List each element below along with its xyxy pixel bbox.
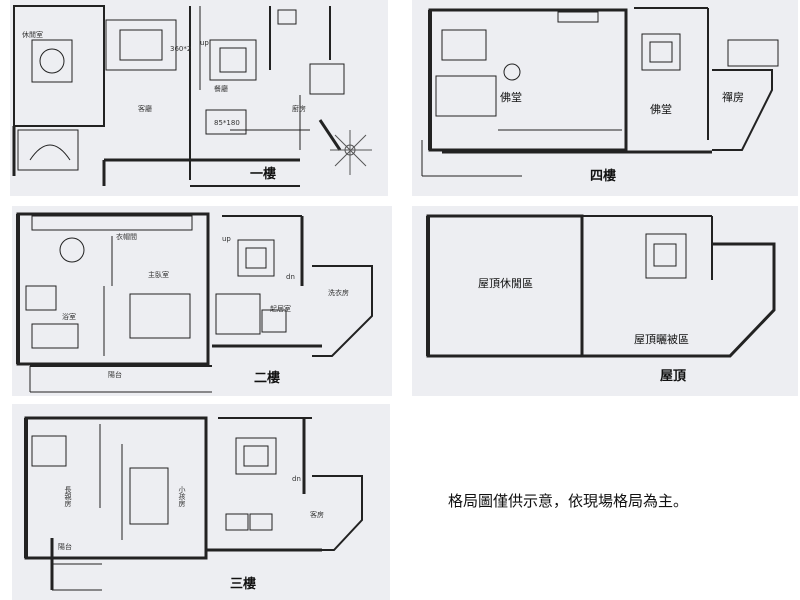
floor4-drawing (421, 7, 779, 177)
floor1-drawing (12, 5, 372, 187)
floor2-plan: 衣帽間 主臥室 浴室 起居室 洗衣房 陽台 up dn 二樓 (12, 206, 392, 396)
master-bedroom-label: 主臥室 (148, 271, 169, 279)
dining-room-label: 餐廳 (214, 85, 228, 93)
family-room-label: 起居室 (270, 305, 291, 313)
floor4-plan: 佛堂 佛堂 禪房 四樓 (412, 0, 798, 196)
buddha-hall-1-label: 佛堂 (500, 91, 522, 104)
floor2-drawing (16, 212, 373, 393)
closet-label: 衣帽間 (116, 233, 137, 241)
floor4-title: 四樓 (590, 169, 617, 184)
stair-up-label: up (200, 39, 209, 47)
dimension-label-2: 85*180 (214, 119, 240, 127)
bathroom-label: 浴室 (62, 313, 76, 321)
roof-leisure-label: 屋頂休閒區 (478, 277, 533, 290)
balcony-label: 陽台 (58, 543, 72, 551)
roof-title: 屋頂 (660, 369, 687, 384)
living-room-label: 客廳 (138, 105, 152, 113)
roof-drawing (426, 214, 776, 358)
floor3-title: 三樓 (230, 577, 257, 592)
laundry-label: 洗衣房 (328, 289, 349, 297)
floor3-plan: 長親房 小孩房 客房 陽台 dn 三樓 (12, 404, 390, 600)
leisure-room-label: 休閒室 (22, 31, 43, 39)
stair-down-label: dn (292, 475, 301, 483)
floor1-title: 一樓 (250, 167, 277, 182)
roof-drying-label: 屋頂曬被區 (634, 333, 689, 346)
dimension-label-1: 360*2 (170, 45, 192, 53)
kitchen-label: 廚房 (292, 105, 306, 113)
roof-plan: 屋頂休閒區 屋頂曬被區 屋頂 (412, 206, 798, 396)
stair-up-label: up (222, 235, 231, 243)
disclaimer-note: 格局圖僅供示意，依現場格局為主。 (448, 492, 689, 510)
elder-room-label: 長親房 (64, 486, 72, 507)
floor1-plan: 休閒室 客廳 餐廳 廚房 up 360*2 85*180 一樓 (10, 0, 388, 196)
balcony-label: 陽台 (108, 371, 122, 379)
stair-down-label: dn (286, 273, 295, 281)
kids-room-label: 小孩房 (178, 486, 186, 507)
zen-room-label: 禪房 (722, 91, 744, 104)
floor2-title: 二樓 (254, 371, 281, 386)
guest-room-label: 客房 (310, 511, 324, 519)
floor3-drawing (24, 416, 363, 591)
buddha-hall-2-label: 佛堂 (650, 103, 672, 116)
